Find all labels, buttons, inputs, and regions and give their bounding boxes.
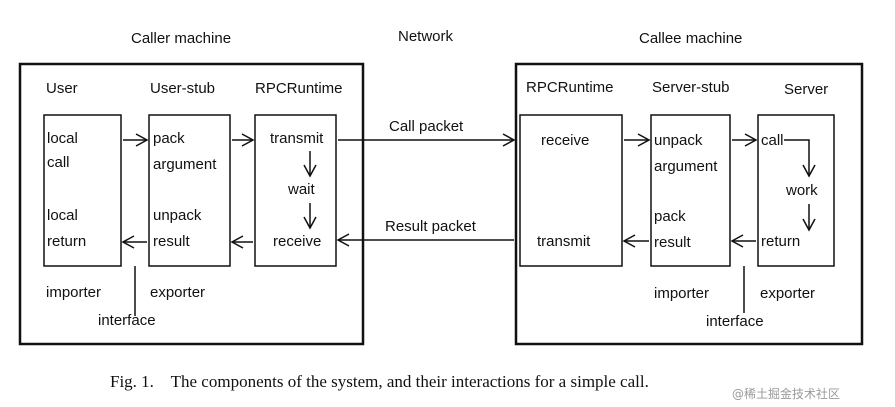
caller-machine-box	[18, 62, 365, 346]
server-stub-result-label: result	[654, 234, 692, 251]
user-stub-title: User-stub	[150, 80, 215, 97]
caller-exporter-label: exporter	[150, 284, 205, 301]
server-box	[757, 114, 835, 267]
caller-runtime-box	[254, 114, 337, 267]
callee-runtime-transmit-label: transmit	[537, 233, 591, 250]
server-stub-pack-label: pack	[654, 208, 686, 225]
user-stub-unpack-label: unpack	[153, 207, 202, 224]
callee-importer-label: importer	[654, 285, 709, 302]
caller-runtime-title: RPCRuntime	[255, 80, 343, 97]
user-title: User	[46, 80, 78, 97]
user-stub-box	[148, 114, 231, 267]
watermark-text: @稀土掘金技术社区	[732, 386, 840, 401]
network-header: Network	[398, 28, 454, 45]
callee-interface-label: interface	[706, 313, 764, 330]
caller-runtime-wait-label: wait	[287, 181, 316, 198]
call-to-work-arrow	[784, 139, 816, 178]
user-local-return-label: local	[47, 207, 78, 224]
user-call-label: call	[47, 154, 70, 171]
caller-runtime-transmit-label: transmit	[270, 130, 324, 147]
callee-runtime-box	[519, 114, 623, 267]
caller-importer-label: importer	[46, 284, 101, 301]
callee-machine-header: Callee machine	[639, 30, 742, 47]
callee-runtime-title: RPCRuntime	[526, 79, 614, 96]
call-packet-label: Call packet	[389, 118, 464, 135]
server-work-label: work	[785, 182, 818, 199]
caller-runtime-receive-label: receive	[273, 233, 321, 250]
server-call-label: call	[761, 132, 784, 149]
caller-machine-header: Caller machine	[131, 30, 231, 47]
figure-caption: Fig. 1. The components of the system, an…	[110, 372, 649, 391]
callee-machine-box	[514, 62, 864, 346]
user-return-label: return	[47, 233, 86, 250]
server-stub-title: Server-stub	[652, 79, 730, 96]
user-stub-pack-label: pack	[153, 130, 185, 147]
caller-interface-label: interface	[98, 312, 156, 329]
user-stub-result-label: result	[153, 233, 191, 250]
server-stub-argument-label: argument	[654, 158, 718, 175]
callee-exporter-label: exporter	[760, 285, 815, 302]
server-stub-unpack-label: unpack	[654, 132, 703, 149]
server-return-label: return	[761, 233, 800, 250]
server-title: Server	[784, 81, 828, 98]
server-stub-box	[650, 114, 731, 267]
user-local-call-label: local	[47, 130, 78, 147]
result-packet-label: Result packet	[385, 218, 477, 235]
user-stub-argument-label: argument	[153, 156, 217, 173]
callee-runtime-receive-label: receive	[541, 132, 589, 149]
user-box	[43, 114, 122, 267]
